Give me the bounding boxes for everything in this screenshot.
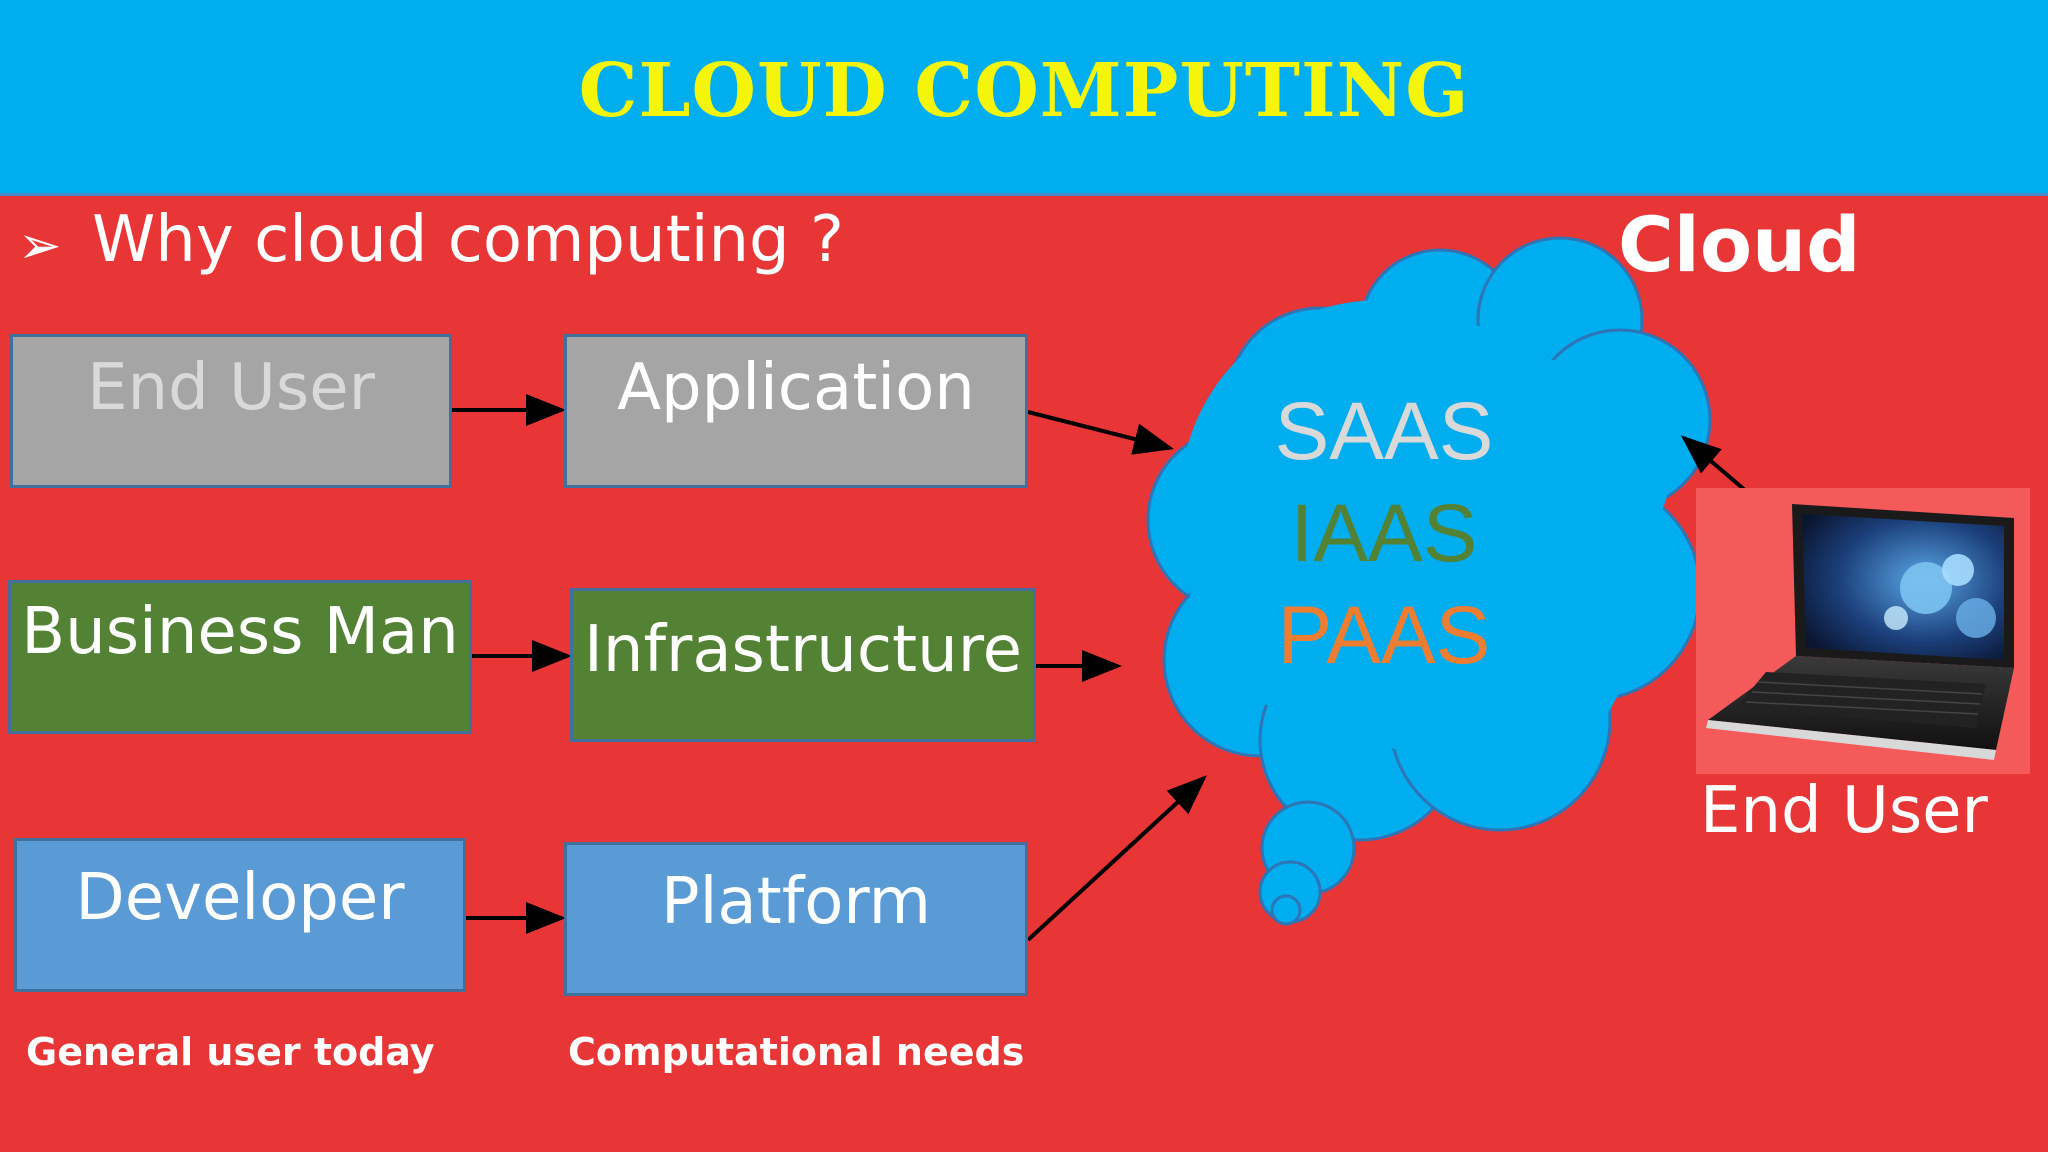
box-end-user: End User: [10, 334, 452, 488]
bullet-arrow-icon: ➢: [18, 216, 62, 276]
box-business-man: Business Man: [8, 580, 472, 734]
arrow-application-cloud: [1027, 410, 1174, 455]
box-platform: Platform: [564, 842, 1028, 996]
laptop-image: [1696, 488, 2030, 774]
cloud-heading: Cloud: [1618, 200, 1861, 289]
header-bar: CLOUD COMPUTING: [0, 0, 2048, 196]
intro-question: Why cloud computing ?: [92, 203, 844, 277]
device-end-user-label: End User: [1700, 774, 1988, 848]
laptop-icon: [1706, 504, 2014, 760]
service-iaas: IAAS: [1290, 488, 1478, 579]
caption-computational-needs: Computational needs: [568, 1030, 1025, 1074]
service-paas: PAAS: [1277, 590, 1491, 681]
caption-general-user: General user today: [26, 1030, 435, 1074]
service-saas: SAAS: [1274, 386, 1494, 477]
slide-title: CLOUD COMPUTING: [578, 48, 1470, 134]
cloud-shape: [1146, 236, 1712, 926]
box-infrastructure: Infrastructure: [570, 588, 1036, 742]
box-developer: Developer: [14, 838, 466, 992]
box-application: Application: [564, 334, 1028, 488]
arrow-platform-cloud: [1026, 775, 1207, 942]
